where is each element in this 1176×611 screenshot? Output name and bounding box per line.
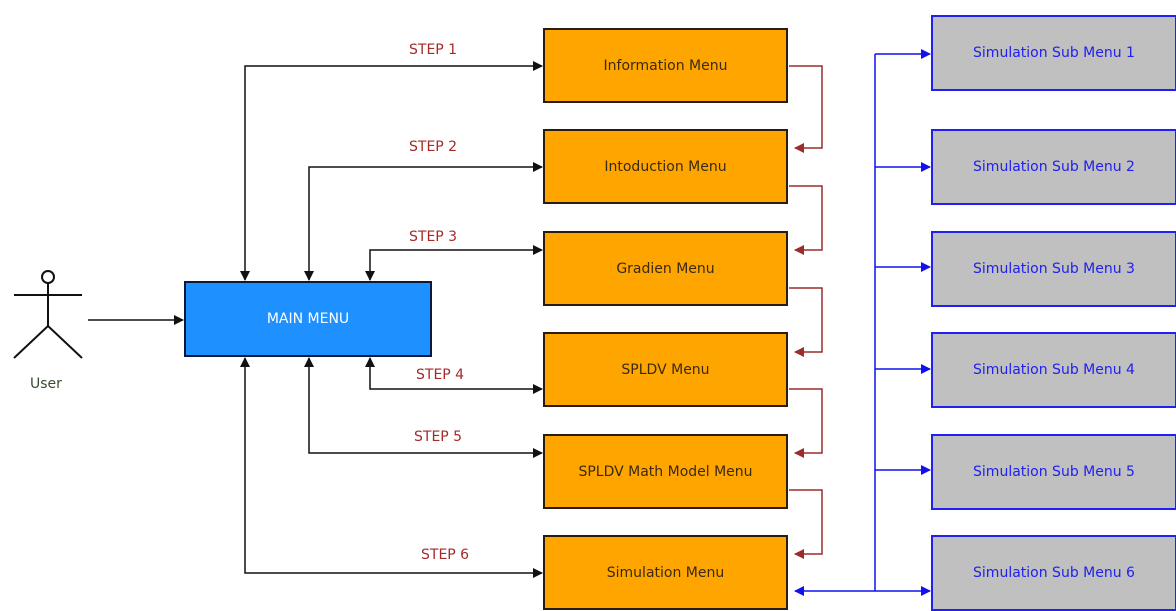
- step-label-5: STEP 5: [414, 429, 463, 445]
- step3-connector: [365, 245, 543, 281]
- simulation-menu-box[interactable]: Simulation Menu: [543, 535, 788, 610]
- main-menu-box[interactable]: MAIN MENU: [184, 281, 432, 357]
- chain-connector-1: [789, 65, 823, 153]
- chain-connector-5: [789, 489, 823, 559]
- simulation-sub-menu-4-box[interactable]: Simulation Sub Menu 4: [931, 332, 1176, 408]
- step6-connector: [240, 357, 543, 578]
- chain-connector-2: [789, 185, 823, 255]
- simulation-sub-menu-6-box[interactable]: Simulation Sub Menu 6: [931, 535, 1176, 611]
- gradien-menu-box[interactable]: Gradien Menu: [543, 231, 788, 306]
- step-label-4: STEP 4: [416, 367, 465, 383]
- simulation-sub-menu-1-box[interactable]: Simulation Sub Menu 1: [931, 15, 1176, 91]
- user-label: User: [30, 376, 62, 392]
- simulation-sub-menu-2-box[interactable]: Simulation Sub Menu 2: [931, 129, 1176, 205]
- spldv-menu-box[interactable]: SPLDV Menu: [543, 332, 788, 407]
- step-label-6: STEP 6: [421, 547, 470, 563]
- chain-connector-4: [789, 388, 823, 458]
- step1-connector: [240, 61, 543, 281]
- simulation-sub-menu-3-box[interactable]: Simulation Sub Menu 3: [931, 231, 1176, 307]
- introduction-menu-box[interactable]: Intoduction Menu: [543, 129, 788, 204]
- simulation-sub-menu-5-box[interactable]: Simulation Sub Menu 5: [931, 434, 1176, 510]
- spldv-math-model-menu-box[interactable]: SPLDV Math Model Menu: [543, 434, 788, 509]
- step-label-3: STEP 3: [409, 229, 458, 245]
- chain-connector-3: [789, 287, 823, 357]
- information-menu-box[interactable]: Information Menu: [543, 28, 788, 103]
- step-label-2: STEP 2: [409, 139, 458, 155]
- user-actor-icon: [13, 270, 83, 359]
- step2-connector: [304, 162, 543, 281]
- step-label-1: STEP 1: [409, 42, 458, 58]
